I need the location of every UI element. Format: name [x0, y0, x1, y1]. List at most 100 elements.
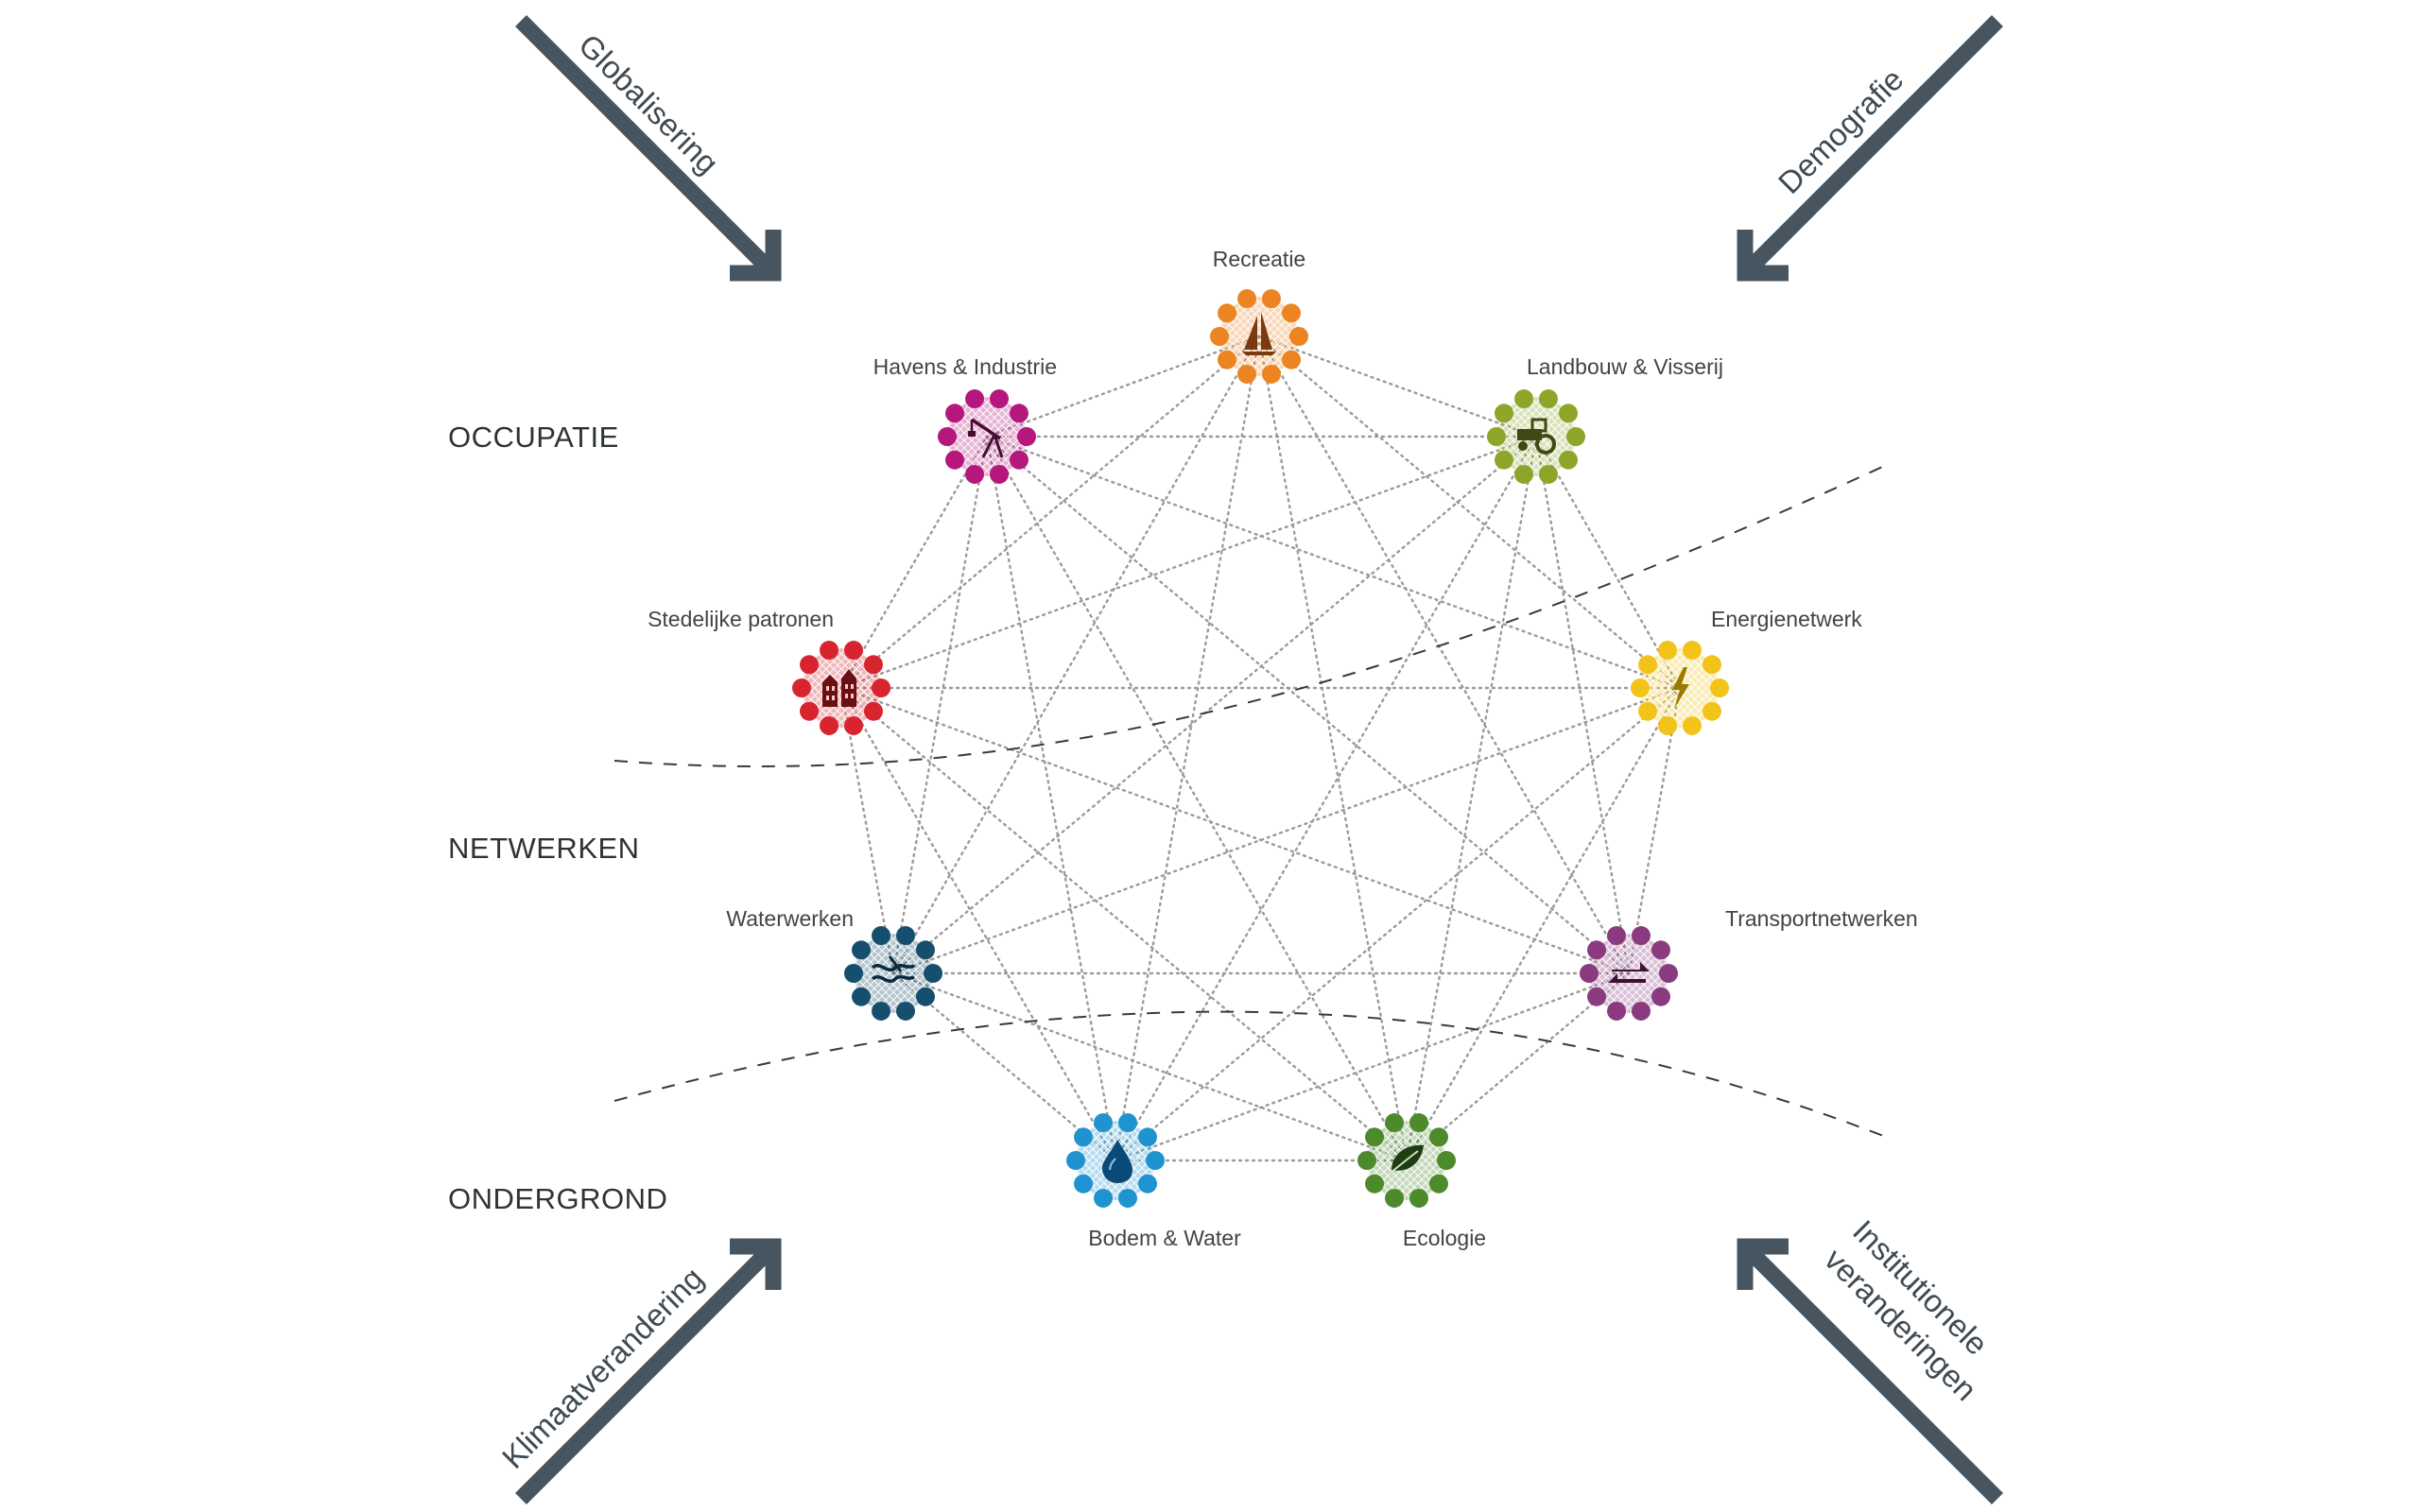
layer-label-ondergrond: ONDERGROND — [448, 1182, 667, 1215]
node-dot — [938, 427, 957, 446]
node-dot — [1094, 1188, 1114, 1208]
node-dot — [989, 389, 1009, 409]
node-dot — [872, 679, 890, 697]
node-dot — [1289, 327, 1308, 346]
node-mesh — [854, 934, 933, 1013]
node-dot — [1210, 327, 1229, 346]
node-mesh — [947, 397, 1027, 476]
edge-transport-havens — [985, 435, 1631, 975]
node-dot — [924, 964, 942, 983]
node-dot — [1261, 289, 1281, 309]
node-dot — [852, 987, 872, 1006]
node-dot — [1009, 404, 1028, 423]
node-dot — [945, 450, 965, 470]
node-label-energie: Energienetwerk — [1711, 607, 1862, 631]
node-dot — [1074, 1127, 1094, 1147]
edge-landbouw-energie — [1534, 435, 1682, 690]
node-label-havens: Havens & Industrie — [873, 354, 1057, 379]
node-dot — [1385, 1188, 1405, 1208]
node-dot — [863, 701, 883, 721]
node-dot — [1487, 427, 1506, 446]
node-dot — [844, 964, 863, 983]
node-dot — [1218, 350, 1237, 369]
node-dot — [989, 464, 1009, 484]
edge-recreatie-landbouw — [1257, 335, 1538, 438]
node-dot — [1558, 450, 1578, 470]
node-energie — [1631, 641, 1729, 735]
node-dot — [1237, 289, 1257, 309]
node-dot — [852, 940, 872, 960]
node-dot — [1365, 1174, 1385, 1194]
node-dot — [1094, 1113, 1114, 1133]
node-dot — [800, 655, 820, 675]
node-label-landbouw: Landbouw & Visserij — [1527, 354, 1723, 379]
node-label-ecologie: Ecologie — [1403, 1226, 1486, 1250]
edge-landbouw-ecologie — [1405, 435, 1538, 1162]
node-recreatie — [1210, 289, 1308, 384]
node-dot — [895, 1001, 915, 1021]
node-transport — [1580, 926, 1678, 1021]
node-dot — [1651, 940, 1670, 960]
node-dot — [945, 404, 965, 423]
node-dot — [872, 1001, 891, 1021]
node-dot — [1495, 404, 1514, 423]
node-label-bodem: Bodem & Water — [1088, 1226, 1241, 1250]
edge-waterwerken-havens — [891, 435, 989, 975]
node-dot — [872, 926, 891, 946]
edge-energie-havens — [985, 435, 1682, 690]
edge-stedelijk-havens — [839, 435, 989, 690]
node-dot — [1409, 1188, 1428, 1208]
node-label-stedelijk: Stedelijke patronen — [648, 607, 834, 631]
node-dot — [1365, 1127, 1385, 1147]
edge-bodem-stedelijk — [839, 686, 1117, 1162]
node-dot — [965, 389, 985, 409]
node-dot — [863, 655, 883, 675]
node-dot — [1514, 389, 1534, 409]
edge-energie-waterwerken — [891, 686, 1682, 975]
edge-recreatie-bodem — [1114, 335, 1261, 1162]
node-dot — [1495, 450, 1514, 470]
force-arrow-klimaatverandering: Klimaatverandering — [495, 1238, 782, 1505]
node-dot — [915, 987, 935, 1006]
node-dot — [1710, 679, 1729, 697]
node-dot — [1237, 364, 1257, 384]
node-dot — [1651, 987, 1670, 1006]
node-dot — [1659, 964, 1678, 983]
edge-landbouw-bodem — [1114, 435, 1538, 1162]
node-dot — [1146, 1151, 1165, 1170]
node-dot — [1009, 450, 1028, 470]
node-dot — [1385, 1113, 1405, 1133]
layer-label-occupatie: OCCUPATIE — [448, 421, 619, 454]
node-dot — [843, 641, 863, 661]
edge-energie-ecologie — [1405, 686, 1682, 1162]
edge-recreatie-stedelijk — [839, 335, 1261, 690]
node-dot — [1428, 1174, 1448, 1194]
node-dot — [1558, 404, 1578, 423]
node-dot — [1580, 964, 1599, 983]
node-dot — [1514, 464, 1534, 484]
transport-arrows-icon — [1608, 962, 1650, 983]
node-dot — [1538, 389, 1558, 409]
edge-energie-bodem — [1114, 686, 1682, 1162]
node-dot — [895, 926, 915, 946]
node-dot — [1658, 641, 1678, 661]
node-waterwerken — [844, 926, 942, 1021]
node-dot — [1409, 1113, 1428, 1133]
edge-landbouw-transport — [1534, 435, 1631, 975]
node-dot — [820, 641, 839, 661]
force-arrow-institutionele-veranderingen: Institutionele veranderingen — [1737, 1213, 2004, 1505]
node-dot — [1631, 1001, 1651, 1021]
force-arrow-demografie: Demografie — [1737, 14, 2004, 282]
buildings-icon — [822, 669, 856, 707]
node-dot — [1607, 926, 1627, 946]
edge-ecologie-havens — [985, 435, 1409, 1162]
sailboat-icon — [1242, 312, 1276, 355]
node-dot — [1638, 701, 1658, 721]
node-dot — [1428, 1127, 1448, 1147]
node-bodem — [1066, 1113, 1165, 1208]
node-mesh — [1589, 934, 1668, 1013]
water-drop-icon — [1102, 1140, 1132, 1183]
leaf-icon — [1389, 1144, 1424, 1175]
layer-label-netwerken: NETWERKEN — [448, 832, 640, 865]
